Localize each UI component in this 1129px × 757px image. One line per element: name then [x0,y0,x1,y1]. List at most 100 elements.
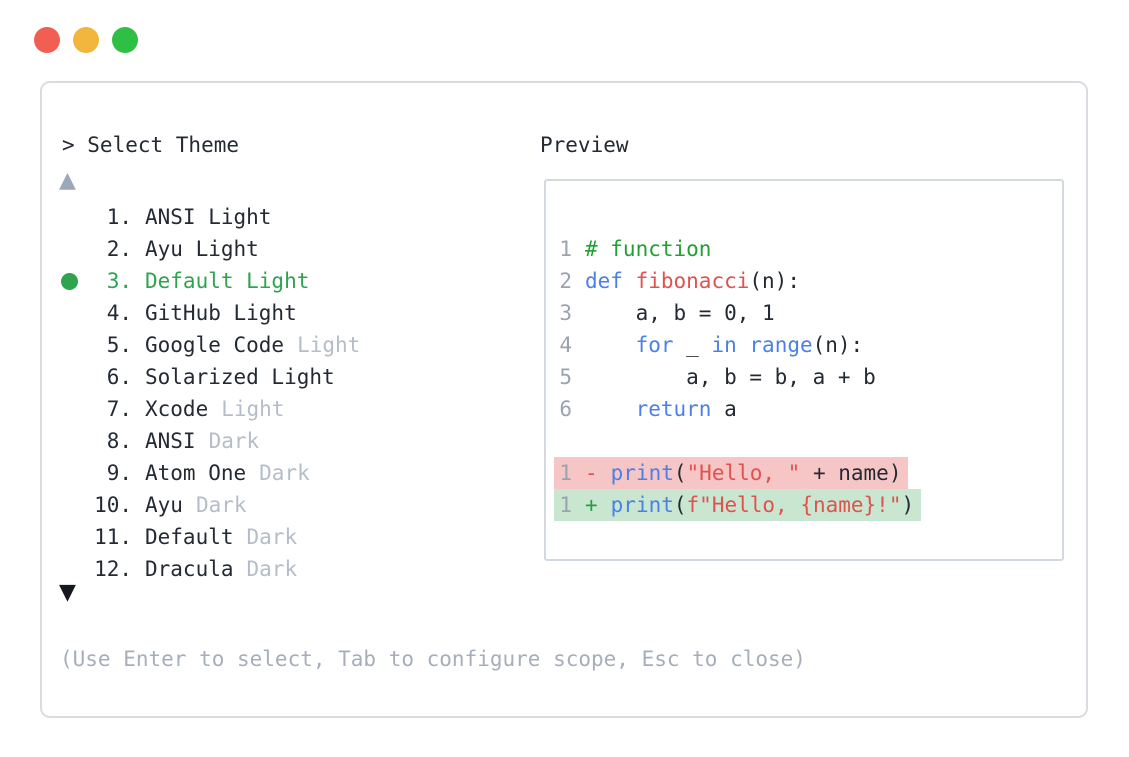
window-controls [34,27,138,53]
hint-text: (Use Enter to select, Tab to configure s… [60,647,806,671]
maximize-button[interactable] [112,27,138,53]
theme-item-number: 2. [106,237,132,261]
code-token-plain [585,333,636,357]
diff-highlight-removed: 1-print("Hello, " + name) [554,457,909,489]
minimize-button[interactable] [73,27,99,53]
line-number: 1 [559,461,572,485]
theme-item-variant: Dark [246,525,298,549]
code-line: 5 a, b = b, a + b [556,361,1062,393]
theme-item-number: 3. [106,269,132,293]
theme-item-variant: Dark [259,461,310,485]
line-number: 4 [559,333,572,357]
theme-item-8[interactable]: 8. ANSI Dark [42,425,522,457]
line-number: 6 [559,397,572,421]
close-button[interactable] [34,27,60,53]
theme-list: 1. ANSI Light 2. Ayu Light 3. Default Light 4.… [42,201,522,585]
scroll-up-icon[interactable]: ▲ [59,168,76,193]
code-token-plain: ) [901,493,915,517]
theme-item-number: 5. [106,333,132,357]
theme-item-variant: Light [221,397,285,421]
theme-item-1[interactable]: 1. ANSI Light [42,201,522,233]
theme-item-label: GitHub Light [145,301,297,325]
code-token-comment: # function [585,237,712,261]
theme-item-variant: Dark [195,493,247,517]
theme-item-number: 12. [94,557,132,581]
theme-item-label: Solarized Light [145,365,335,389]
code-token-plain: a, b = b, a + b [585,365,876,389]
theme-item-number: 9. [106,461,132,485]
code-token-kw: def [585,269,623,293]
theme-item-number: 8. [106,429,132,453]
code-line: 3 a, b = 0, 1 [556,297,1062,329]
code-line [556,425,1062,457]
code-token-plain [737,333,750,357]
line-number: 1 [559,493,572,517]
code-token-plain [623,269,636,293]
selected-dot-icon [61,272,78,290]
code-token-plain: + name) [800,461,902,485]
theme-item-label: Atom One [145,461,247,485]
code-token-str: f"Hello, {name}!" [686,493,902,517]
line-number: 1 [559,237,572,261]
line-number: 5 [559,365,572,389]
theme-item-label: ANSI Light [145,205,272,229]
theme-picker-panel: > Select Theme Preview ▲ 1. ANSI Light 2. A… [40,81,1088,718]
theme-item-label: Ayu [145,493,183,517]
code-token-plain: (n): [812,333,864,357]
picker-title: > Select Theme [62,133,240,157]
preview-title: Preview [540,133,629,157]
diff-highlight-added: 1 + print(f"Hello, {name}!") [554,489,922,521]
line-number: 2 [559,269,572,293]
code-token-plain: (n): [749,269,800,293]
code-token-plain: ( [673,493,687,517]
theme-item-6[interactable]: 6. Solarized Light [42,361,522,393]
theme-item-number: 7. [106,397,132,421]
theme-item-label: Default Light [145,269,310,293]
selected-indicator-slot [42,272,88,290]
theme-item-label: Xcode [145,397,209,421]
theme-item-number: 1. [106,205,132,229]
theme-item-label: Dracula [145,557,234,581]
theme-item-label: Default [145,525,234,549]
code-token-kw: print [610,461,674,485]
theme-item-number: 6. [106,365,132,389]
code-token-str: "Hello, " [686,461,801,485]
theme-item-label: Ayu Light [145,237,259,261]
code-line: 6 return a [556,393,1062,425]
code-token-plain: a, b = 0, 1 [585,301,775,325]
theme-item-variant: Light [297,333,361,357]
diff-marker-removed: - [585,461,598,485]
theme-item-variant: Dark [246,557,298,581]
theme-item-number: 4. [106,301,132,325]
code-token-kw: range [749,333,813,357]
code-token-kw: return [635,397,712,421]
code-token-kw: print [610,493,674,517]
scroll-down-icon[interactable]: ▼ [59,580,76,605]
diff-line-removed: 1-print("Hello, " + name) [554,457,1062,489]
theme-item-variant: Dark [208,429,260,453]
theme-item-2[interactable]: 2. Ayu Light [42,233,522,265]
code-token-fn: fibonacci [635,269,750,293]
theme-item-12[interactable]: 12. Dracula Dark [42,553,522,585]
theme-item-10[interactable]: 10. Ayu Dark [42,489,522,521]
code-token-kw: in [711,333,737,357]
code-line: 1 # function [556,233,1062,265]
line-number: 3 [559,301,572,325]
theme-item-label: ANSI [145,429,196,453]
theme-item-4[interactable]: 4. GitHub Light [42,297,522,329]
theme-item-5[interactable]: 5. Google Code Light [42,329,522,361]
diff-marker-added: + [585,493,598,517]
theme-item-3[interactable]: 3. Default Light [42,265,522,297]
code-token-plain: _ [673,333,712,357]
theme-item-9[interactable]: 9. Atom One Dark [42,457,522,489]
code-token-plain [585,397,636,421]
code-token-plain: a [711,397,737,421]
theme-item-label: Google Code [145,333,285,357]
code-line: 4 for _ in range(n): [556,329,1062,361]
theme-item-7[interactable]: 7. Xcode Light [42,393,522,425]
code-token-kw: for [635,333,674,357]
theme-item-number: 10. [94,493,132,517]
